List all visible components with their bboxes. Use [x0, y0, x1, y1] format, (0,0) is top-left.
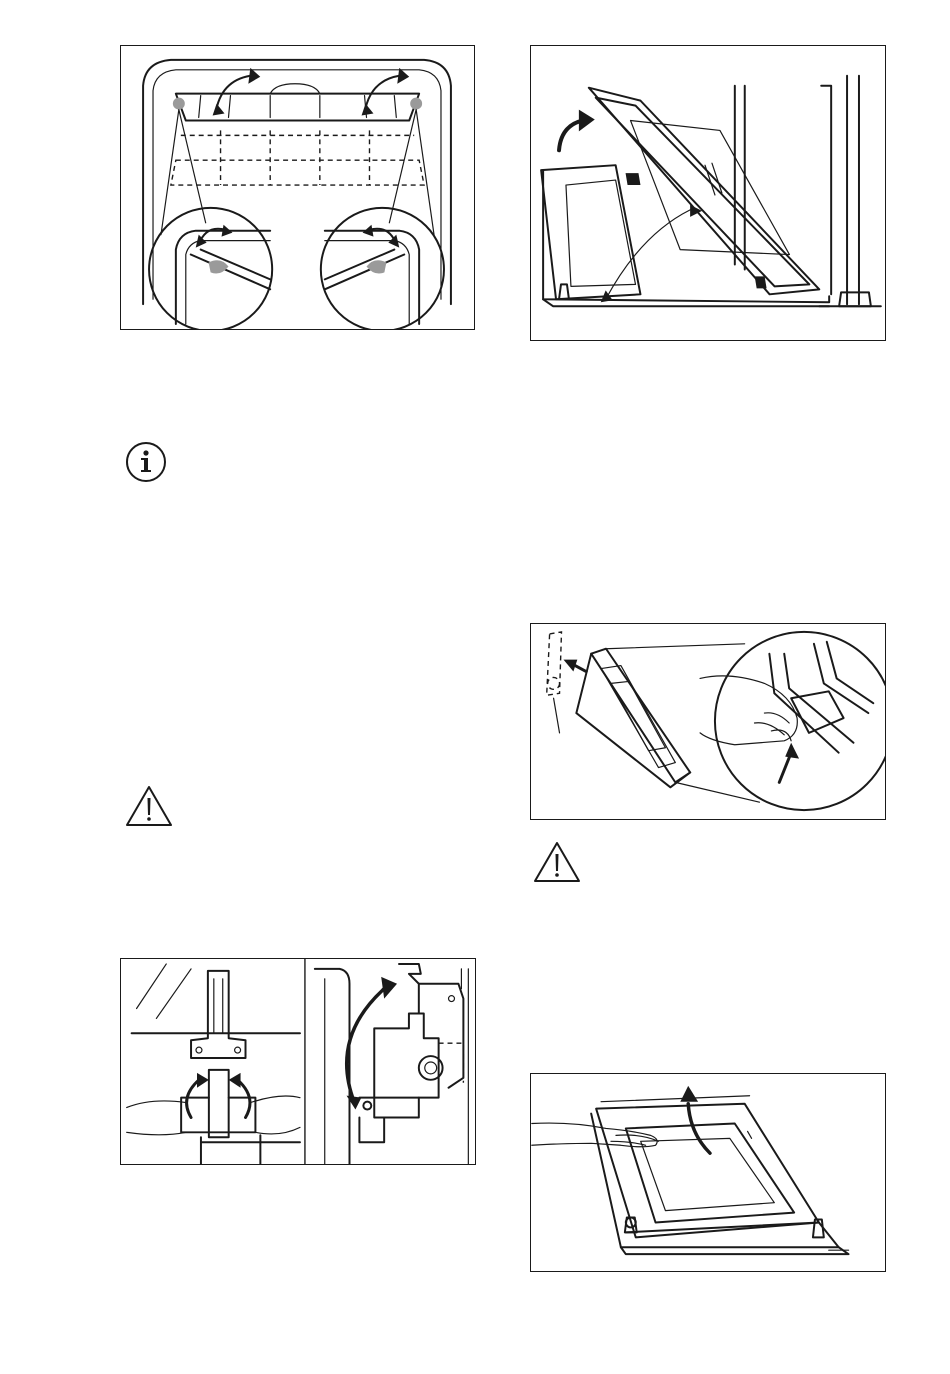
door-glass-lift-out-illustration: [530, 1073, 886, 1272]
shelf-support-removal-illustration: [120, 45, 475, 330]
warning-triangle-icon: [124, 784, 174, 828]
door-hinge-lever-illustration: [120, 958, 476, 1165]
info-icon: [124, 440, 168, 484]
glass-lift-drawing: [531, 1074, 885, 1271]
warning-triangle-icon: [532, 840, 582, 884]
glass-panel-drawing: [531, 624, 885, 819]
hinge-lever-drawing: [121, 959, 475, 1164]
oven-door-open-illustration: [530, 45, 886, 341]
shelf-support-drawing: [121, 46, 474, 329]
door-glass-panel-removal-illustration: [530, 623, 886, 820]
oven-door-drawing: [531, 46, 885, 340]
